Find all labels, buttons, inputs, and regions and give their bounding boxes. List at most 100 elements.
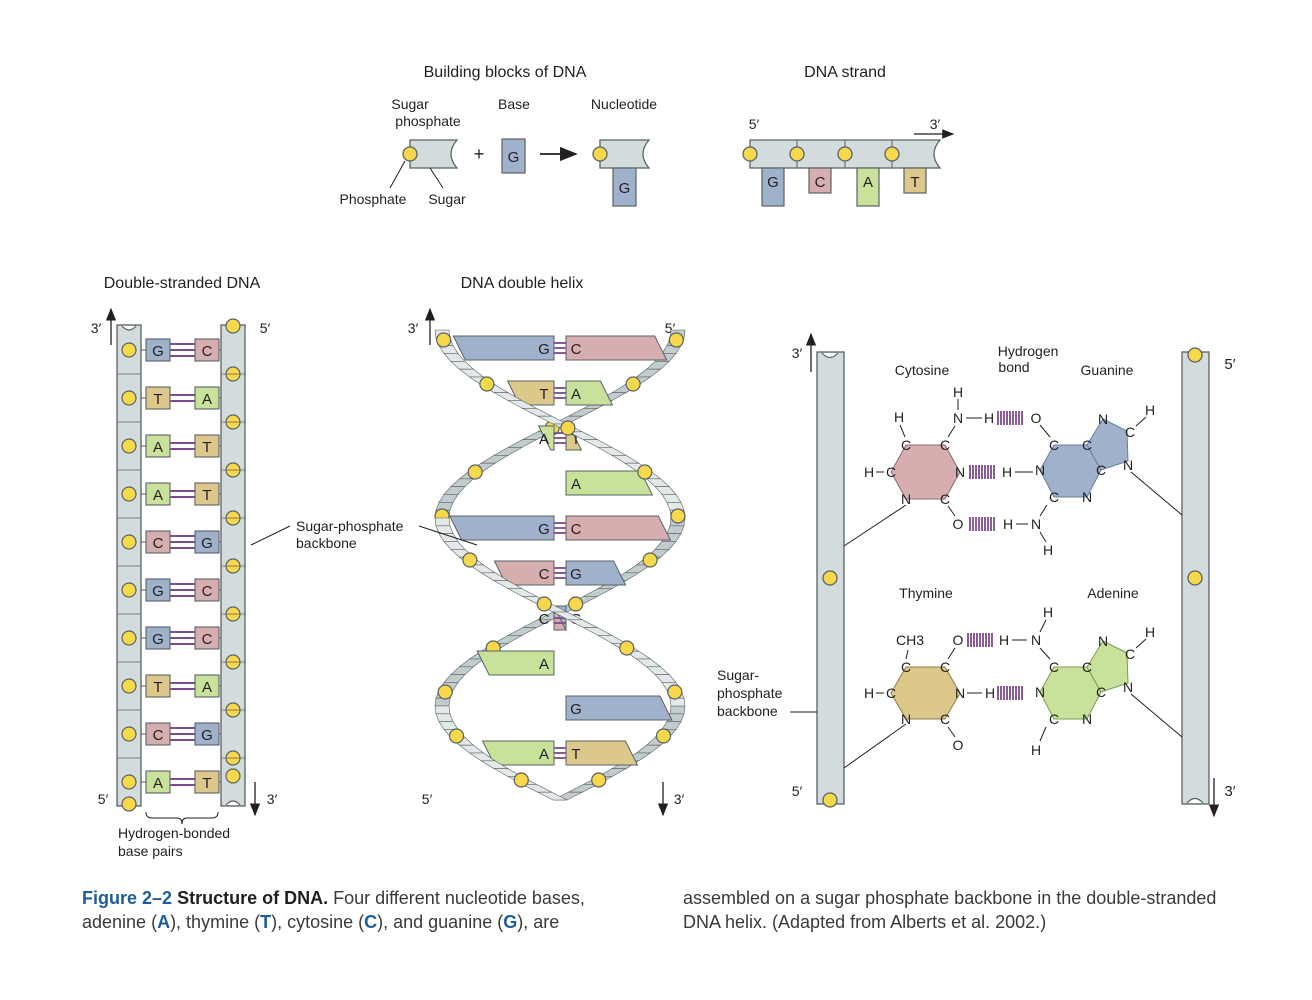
helix-backbone-A (438, 721, 459, 730)
adenine-atom-h: H (1043, 604, 1053, 620)
helix-backbone-A (458, 658, 485, 668)
ds-base-letter: C (153, 727, 164, 744)
thymine-atom-c: C (940, 711, 950, 727)
helix-base-right (565, 470, 654, 496)
helix-backbone-B (583, 627, 613, 636)
cytosine-atom-c: C (901, 437, 911, 453)
helix-backbone-A (458, 368, 485, 378)
base-label: Base (498, 96, 530, 112)
strand-3-prime: 3′ (930, 116, 941, 132)
thymine-atom-h: H (864, 685, 874, 701)
base-letter: G (508, 149, 520, 166)
adenine-atom-h: H (1145, 624, 1155, 640)
ds-base-right (194, 578, 220, 602)
helix-base-right (565, 515, 672, 541)
chem-bond (1039, 647, 1051, 660)
guanine-sugar-link (1130, 471, 1183, 516)
helix-backbone-B (597, 635, 628, 644)
helix-backbone-A (443, 353, 466, 362)
ds-label-bottom-right: 3′ (267, 791, 278, 807)
helix-backbone-B (443, 486, 466, 495)
helix-base-left (476, 650, 555, 676)
helix-backbone-B (645, 666, 670, 675)
ds-base-left (145, 338, 171, 362)
guanine-atom-n: N (1082, 489, 1092, 505)
cytosine-atom-c: C (940, 437, 950, 453)
thymine-methyl-group: CH3 (896, 632, 924, 648)
chem-right-notch (1186, 797, 1204, 804)
thymine-atom-c: C (886, 685, 896, 701)
chem-backbone-label: Sugar- phosphate backbone (717, 667, 786, 719)
helix-base-left (448, 515, 555, 541)
helix-backbone-A (443, 674, 466, 683)
helix-backbone-B (480, 455, 510, 464)
chem-phosphate (822, 570, 838, 586)
helix-backbone-B (654, 674, 677, 683)
helix-backbone-B (443, 541, 466, 550)
ds-phosphate-left (121, 438, 137, 454)
guanine-atom-h: H (1145, 402, 1155, 418)
chem-left-notch (821, 352, 839, 359)
helix-phosphate (625, 376, 641, 392)
ds-base-left (145, 578, 171, 602)
helix-backbone-B (507, 588, 537, 597)
helix-phosphate (513, 772, 529, 788)
helix-backbone-A (654, 541, 677, 550)
backbone-leader-left (250, 525, 291, 546)
guanine-atom-c: C (1096, 462, 1106, 478)
helix-base-letter: C (571, 341, 582, 358)
adenine-atom-n: N (1035, 684, 1045, 700)
helix-phosphate (467, 464, 483, 480)
chem-label-top-right: 5′ (1224, 356, 1235, 373)
helix-backbone-B (507, 439, 537, 448)
thymine-atom-c: C (940, 659, 950, 675)
backbone-leader-right (418, 525, 478, 546)
thymine-sugar-link (843, 723, 907, 769)
adenine-atom-c: C (1096, 684, 1106, 700)
figure-caption-left: Figure 2–2 Structure of DNA. Four differ… (82, 886, 647, 934)
helix-phosphate (668, 332, 684, 348)
ds-phosphate-left (121, 390, 137, 406)
helix-backbone-A (666, 525, 685, 534)
chem-bond (899, 424, 906, 438)
helix-backbone-A (583, 439, 613, 448)
helix-phosphate (560, 420, 576, 436)
guanine-atom-c: C (1049, 489, 1059, 505)
double-stranded-title: Double-stranded DNA (104, 275, 261, 292)
building-blocks-panel: Building blocks of DNA Sugar phosphate B… (340, 64, 658, 207)
strand-base-G (761, 167, 785, 207)
ds-base-letter: A (202, 391, 212, 408)
base-block (501, 138, 526, 174)
helix-phosphate (437, 684, 453, 700)
ds-base-left (145, 386, 171, 410)
chem-label-bottom-left: 5′ (792, 783, 803, 799)
caption-text: ), and guanine ( (377, 912, 504, 932)
helix-backbone-B (661, 721, 682, 730)
adenine-sugar-link (1130, 693, 1183, 738)
ds-phosphate-left (121, 726, 137, 742)
figure-label: Figure 2–2 (82, 888, 173, 908)
strand-base-letter: T (910, 174, 919, 191)
guanine-atom-n: N (1123, 457, 1133, 473)
ds-base-right (194, 722, 220, 746)
cytosine-atom-h: H (894, 409, 904, 425)
adenine-label: Adenine (1087, 585, 1139, 601)
strand-phosphate (789, 146, 805, 162)
guanine-atom-c: C (1125, 424, 1135, 440)
helix-base-right (565, 380, 614, 406)
helix-backbone-A (492, 635, 523, 644)
cytosine-atom-n: N (955, 464, 965, 480)
ds-base-letter: A (153, 487, 163, 504)
helix-backbone-B (635, 658, 662, 668)
ds-base-letter: C (202, 343, 213, 360)
cytosine-atom-n: N (901, 491, 911, 507)
adenine-atom-c: C (1082, 659, 1092, 675)
helix-base-letter: T (571, 431, 580, 448)
figure-caption-right: assembled on a sugar phosphate backbone … (683, 888, 1217, 932)
helix-phosphate (619, 640, 635, 656)
strand-phosphate (837, 146, 853, 162)
chem-bond (905, 649, 909, 660)
helix-base-left (452, 335, 555, 361)
